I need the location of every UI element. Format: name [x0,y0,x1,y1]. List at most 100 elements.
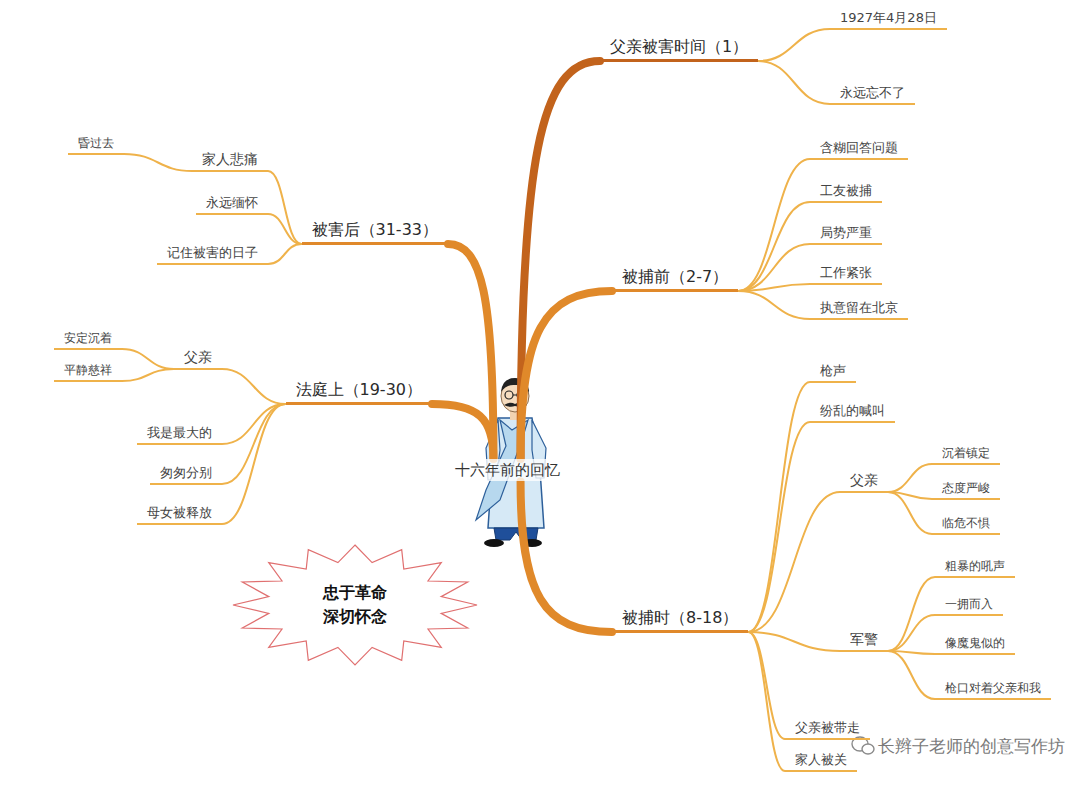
leaf-topic: 我是最大的 [137,425,222,445]
topic-text: 工友被捕 [820,183,872,198]
glasses-left [505,391,513,399]
sub-branch [738,202,810,291]
topic-text: 匆匆分别 [160,465,212,480]
topic-text: 被害后（31-33） [312,220,439,239]
topic-text: 十六年前的回忆 [455,461,560,479]
topic-text: 记住被害的日子 [167,245,258,260]
topic-text: 永远忘不了 [840,85,905,100]
sub-branch [758,29,830,61]
leaf-topic: 记住被害的日子 [157,245,268,265]
leaf-topic: 沉着镇定 [932,446,1000,465]
leaf-topic: 含糊回答问题 [810,140,908,160]
topic-text: 枪口对着父亲和我 [945,681,1041,695]
sub-branch [888,464,932,492]
leaf-topic: 局势严重 [810,225,882,245]
sub-topic: 父亲 [840,472,888,494]
sub-branch [748,382,810,632]
sub-branch [888,615,935,651]
sub-branch [222,404,286,444]
branch-topic: 被捕时（8-18） [612,608,748,633]
topic-text: 母女被释放 [147,505,212,520]
leaf-topic: 1927年4月28日 [830,10,947,30]
sub-branch [124,154,192,171]
topic-text: 昏过去 [78,136,114,150]
leaf-topic: 安定沉着 [54,331,122,350]
left-shoe [484,539,504,547]
sub-branch [748,492,840,632]
sub-branch [738,284,810,291]
topic-text: 平静慈祥 [64,363,112,377]
topic-text: 法庭上（19-30） [296,380,423,399]
leaf-topic: 工作紧张 [810,265,882,285]
topic-text: 像魔鬼似的 [945,636,1005,650]
leaf-topic: 父亲被带走 [785,720,870,740]
leaf-topic: 枪口对着父亲和我 [935,681,1051,700]
topic-text: 含糊回答问题 [820,140,898,155]
leaf-topic: 态度严峻 [932,481,1000,500]
topic-text: 工作紧张 [820,265,872,280]
leaf-topic: 执意留在北京 [810,300,908,320]
topic-text: 被捕前（2-7） [622,267,728,286]
branch-topic: 法庭上（19-30） [286,380,433,405]
leaf-topic: 家人悲痛 [192,151,268,173]
sub-branch [268,171,302,244]
topic-text: 父亲 [850,472,878,488]
sub-topic: 军警 [840,631,888,653]
leaf-topic: 匆匆分别 [150,465,222,485]
sub-branch [888,492,932,534]
sub-branch [738,291,810,319]
topic-text: 安定沉着 [64,331,112,345]
leaf-topic: 枪声 [810,363,856,383]
leaf-topic: 工友被捕 [810,183,882,203]
sub-branch [758,61,830,104]
topic-text: 忠于革命 深切怀念 [321,581,388,629]
sub-branch [748,632,840,651]
sub-branch [222,404,286,524]
leaf-topic: 一拥而入 [935,597,1003,616]
topic-text: 粗暴的吼声 [945,559,1005,573]
center-topic: 十六年前的回忆 [451,459,564,482]
sub-branch [268,214,302,244]
topic-text: 枪声 [820,363,846,378]
sub-branch [738,244,810,291]
topic-text: 父亲 [184,349,212,365]
sub-branch [738,159,810,291]
leaf-topic: 永远忘不了 [830,85,915,105]
star-outline [230,543,480,667]
topic-text: 纷乱的喊叫 [820,403,885,418]
branch-topic: 父亲被害时间（1） [600,37,758,62]
leaf-topic: 家人被关 [785,752,857,772]
topic-text: 家人悲痛 [202,151,258,167]
leaf-topic: 昏过去 [68,136,124,155]
leaf-topic: 像魔鬼似的 [935,636,1015,655]
topic-text: 军警 [850,631,878,647]
branch-topic: 被捕前（2-7） [612,267,738,292]
sub-topic: 父亲 [174,349,222,371]
topic-text: 1927年4月28日 [840,10,937,25]
watermark: 长辫子老师的创意写作坊 [878,735,1065,758]
leaf-topic: 平静慈祥 [54,363,122,382]
sub-branch [122,349,174,369]
leaf-topic: 永远缅怀 [196,195,268,215]
topic-text: 一拥而入 [945,597,993,611]
sub-branch [888,651,935,699]
topic-text: 态度严峻 [942,481,990,495]
main-branch [521,291,612,459]
main-branch [448,244,493,459]
topic-text: 永远缅怀 [206,195,258,210]
leaf-topic: 粗暴的吼声 [935,559,1015,578]
branch-topic: 被害后（31-33） [302,220,449,245]
sub-branch [222,369,286,404]
sub-branch [748,632,785,739]
sub-branch [122,369,174,381]
topic-text: 局势严重 [820,225,872,240]
sub-branch [268,244,302,264]
leaf-topic: 临危不惧 [932,516,1000,535]
topic-text: 执意留在北京 [820,300,898,315]
glasses-bridge [513,395,517,396]
main-branch [521,61,600,459]
leaf-topic: 母女被释放 [137,505,222,525]
